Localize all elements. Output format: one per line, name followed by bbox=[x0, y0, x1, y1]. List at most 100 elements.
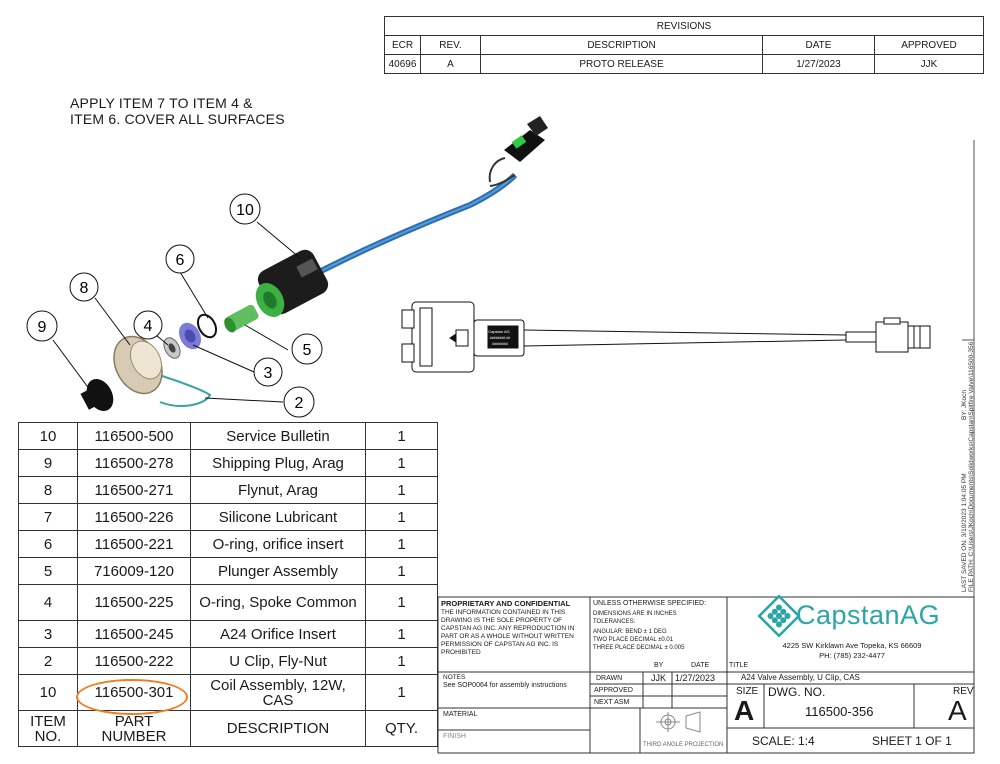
bom-header-part: PART NUMBER bbox=[77, 710, 191, 747]
svg-text:9: 9 bbox=[38, 319, 47, 336]
bom-item: 7 bbox=[18, 503, 78, 531]
bom-part-number: 116500-221 bbox=[77, 530, 191, 558]
bom-qty: 1 bbox=[365, 530, 438, 558]
bom-qty: 1 bbox=[365, 620, 438, 648]
scale-text: SCALE: 1:4 bbox=[752, 734, 815, 748]
rev-value: A bbox=[948, 695, 967, 726]
angular-text: ANGULAR: BEND ± 1 DEG bbox=[593, 629, 667, 635]
bom-description: Plunger Assembly bbox=[190, 557, 366, 585]
bom-item: 8 bbox=[18, 476, 78, 504]
bom-description: O-ring, orifice insert bbox=[190, 530, 366, 558]
title-value: A24 Valve Assembly, U Clip, CAS bbox=[741, 673, 860, 682]
connector-label-1: Capstan AG bbox=[488, 329, 510, 334]
note-line-1: APPLY ITEM 7 TO ITEM 4 & bbox=[70, 95, 253, 111]
bom-header-qty: QTY. bbox=[365, 710, 438, 747]
bom-description: Coil Assembly, 12W, CAS bbox=[190, 674, 366, 711]
drawn-label: DRAWN bbox=[596, 675, 623, 682]
svg-text:6: 6 bbox=[176, 252, 185, 269]
bom-row: 8 116500-271 Flynut, Arag 1 bbox=[18, 476, 438, 504]
balloon-4: 4 bbox=[133, 310, 163, 340]
rev-label: REV bbox=[953, 686, 974, 697]
bom-item: 9 bbox=[18, 449, 78, 477]
bom-qty: 1 bbox=[365, 503, 438, 531]
bom-header-desc: DESCRIPTION bbox=[190, 710, 366, 747]
assembly-note: APPLY ITEM 7 TO ITEM 4 & ITEM 6. COVER A… bbox=[70, 95, 285, 127]
dims-text: DIMENSIONS ARE IN INCHES bbox=[593, 611, 677, 617]
approved-label: APPROVED bbox=[594, 687, 633, 694]
bom-description: Silicone Lubricant bbox=[190, 503, 366, 531]
company-phone: PH: (785) 232-4477 bbox=[819, 651, 885, 660]
bom-row: 7 116500-226 Silicone Lubricant 1 bbox=[18, 503, 438, 531]
bom-row: 9 116500-278 Shipping Plug, Arag 1 bbox=[18, 449, 438, 477]
svg-text:2: 2 bbox=[295, 395, 304, 412]
bill-of-materials: 10 116500-500 Service Bulletin 1 9 11650… bbox=[18, 422, 438, 747]
bom-qty: 1 bbox=[365, 449, 438, 477]
bom-row: 6 116500-221 O-ring, orifice insert 1 bbox=[18, 530, 438, 558]
size-value: A bbox=[734, 695, 755, 726]
notes-block: NOTES See SOP0064 for assembly instructi… bbox=[443, 674, 588, 690]
oring-spoke bbox=[163, 337, 181, 359]
last-saved-text: LAST SAVED ON: 3/10/2023 1:04:05 PM bbox=[961, 473, 968, 592]
bom-part-number: 116500-226 bbox=[77, 503, 191, 531]
proprietary-block: PROPRIETARY AND CONFIDENTIAL THE INFORMA… bbox=[441, 600, 587, 657]
bom-description: O-ring, Spoke Common bbox=[190, 584, 366, 621]
capstan-logo-icon bbox=[757, 594, 801, 638]
coil-assembly bbox=[255, 249, 329, 318]
bom-qty: 1 bbox=[365, 476, 438, 504]
balloon-5: 5 bbox=[291, 333, 323, 365]
bom-row: 4 116500-225 O-ring, Spoke Common 1 bbox=[18, 584, 438, 621]
bom-qty: 1 bbox=[365, 647, 438, 675]
bom-qty: 1 bbox=[365, 674, 438, 711]
balloon-3: 3 bbox=[253, 357, 283, 387]
bom-row: 2 116500-222 U Clip, Fly-Nut 1 bbox=[18, 647, 438, 675]
highlight-oval bbox=[76, 679, 188, 715]
tolerance-block: UNLESS OTHERWISE SPECIFIED: DIMENSIONS A… bbox=[593, 600, 725, 652]
third-angle-projection-icon bbox=[656, 711, 701, 733]
drawn-by: JJK bbox=[651, 673, 667, 683]
bom-item: 3 bbox=[18, 620, 78, 648]
rev-approved: JJK bbox=[874, 54, 984, 74]
bom-qty: 1 bbox=[365, 557, 438, 585]
revisions-row: 40696 A PROTO RELEASE 1/27/2023 JJK bbox=[384, 54, 984, 74]
bom-description: Flynut, Arag bbox=[190, 476, 366, 504]
bom-item: 4 bbox=[18, 584, 78, 621]
balloon-2: 2 bbox=[283, 386, 315, 418]
bom-part-number: 116500-500 bbox=[77, 422, 191, 450]
company-name: CapstanAG bbox=[796, 600, 941, 630]
company-address: 4225 SW Kirklawn Ave Topeka, KS 66609 bbox=[782, 641, 922, 650]
bom-part-number: 116500-225 bbox=[77, 584, 191, 621]
two-place-text: TWO PLACE DECIMAL ±0.01 bbox=[593, 637, 674, 643]
notes-label: NOTES bbox=[443, 674, 466, 681]
bom-qty: 1 bbox=[365, 422, 438, 450]
projection-label: THIRD ANGLE PROJECTION bbox=[643, 742, 724, 748]
bom-part-number: 116500-271 bbox=[77, 476, 191, 504]
svg-text:4: 4 bbox=[144, 318, 153, 335]
proprietary-title: PROPRIETARY AND CONFIDENTIAL bbox=[441, 599, 571, 608]
title-label: TITLE bbox=[729, 662, 749, 669]
bom-item: 10 bbox=[18, 422, 78, 450]
plunger-assembly bbox=[224, 304, 259, 333]
bom-item: 10 bbox=[18, 674, 78, 711]
next-asm-label: NEXT ASM bbox=[594, 699, 630, 706]
flynut bbox=[113, 335, 163, 395]
finish-label: FINISH bbox=[443, 733, 466, 740]
bom-item: 6 bbox=[18, 530, 78, 558]
material-label: MATERIAL bbox=[443, 711, 478, 718]
bom-row: 3 116500-245 A24 Orifice Insert 1 bbox=[18, 620, 438, 648]
balloon-6: 6 bbox=[165, 244, 195, 274]
by-label: BY bbox=[654, 662, 664, 669]
bom-description: U Clip, Fly-Nut bbox=[190, 647, 366, 675]
bom-header-item: ITEM NO. bbox=[18, 710, 78, 747]
bom-part-number: 116500-278 bbox=[77, 449, 191, 477]
dwg-label: DWG. NO. bbox=[768, 685, 826, 699]
svg-text:8: 8 bbox=[80, 280, 89, 297]
proprietary-text: THE INFORMATION CONTAINED IN THIS DRAWIN… bbox=[441, 609, 575, 656]
orifice-insert bbox=[178, 322, 202, 350]
revisions-table: REVISIONS ECR REV. DESCRIPTION DATE APPR… bbox=[384, 16, 984, 74]
connector-label-2: ######## ## bbox=[490, 336, 510, 340]
svg-text:5: 5 bbox=[303, 342, 312, 359]
size-label: SIZE bbox=[736, 686, 759, 697]
connector-label-3: ######## bbox=[492, 342, 508, 346]
balloon-8: 8 bbox=[69, 272, 99, 302]
svg-text:3: 3 bbox=[264, 365, 273, 382]
